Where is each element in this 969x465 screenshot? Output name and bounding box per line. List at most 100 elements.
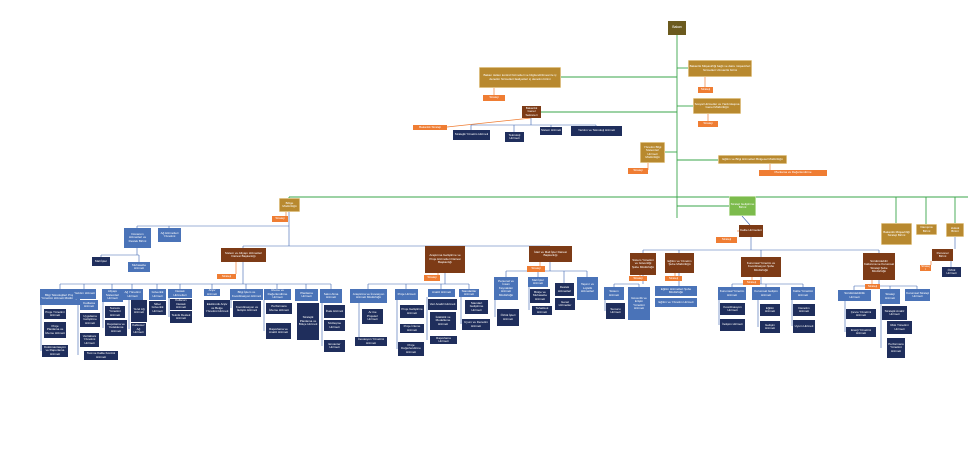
org-unit-A11h: Satın Alma Hizmeti bbox=[320, 289, 342, 303]
org-unit-A10a: Stratejik Planlama ve Bütçe Hizmeti bbox=[297, 303, 319, 340]
org-unit-R5f: Stratejik Analiz Hizmeti bbox=[882, 306, 907, 320]
org-unit-A4h: Ağ Yönetimi Hizmeti bbox=[122, 289, 143, 300]
assistant-label-L5: Strateji bbox=[217, 274, 236, 279]
org-unit-M1h: Araştırma ve İnovasyon Hizmeti Müdürlüğü bbox=[350, 289, 387, 303]
department-box-I0: İdari ve Mali İşler Dairesi Başkanlığı bbox=[529, 246, 572, 262]
org-unit-t3e: Yazılım ve Teknoloji Hizmeti bbox=[571, 126, 622, 136]
org-unit-M2a: Proje Geliştirme Hizmeti bbox=[400, 305, 424, 318]
org-unit-A1h: Bilgi Teknolojileri Proje Yönetimi Hizme… bbox=[40, 289, 80, 305]
org-unit-A8h: Bilgi İşlem ve Koordinasyon Hizmeti bbox=[230, 289, 263, 300]
assistant-label-R9: Strateji bbox=[920, 265, 931, 271]
department-box-L5: Sistem ve Altyapı Hizmetleri Dairesi Baş… bbox=[221, 248, 266, 262]
org-unit-R4e: Kurumsal Gelişim Hizmeti bbox=[752, 287, 780, 300]
org-unit-A2a: Uygulama Geliştirme Hizmeti bbox=[80, 313, 100, 327]
org-unit-R2c: Sunucu Hizmeti bbox=[606, 303, 625, 319]
org-unit-M3a: Veri Analizi Hizmeti bbox=[428, 299, 457, 310]
org-unit-t6: Eğitim ve Bilgi Hizmetleri Bölgesel Müdü… bbox=[718, 155, 787, 164]
assistant-label-L0: Strateji bbox=[272, 216, 288, 222]
org-unit-M1a: Ar-Ge Projeleri Hizmeti bbox=[362, 309, 383, 324]
org-unit-R3b: Eğitim Hizmetleri Şube Müdürlüğü bbox=[655, 286, 697, 296]
org-unit-A5h: Güvenlik Hizmeti bbox=[149, 289, 166, 300]
org-unit-R8: Hukuk Birimi bbox=[946, 223, 964, 237]
org-unit-A3h: Altyapı Sistemleri Hizmeti bbox=[102, 289, 123, 302]
org-unit-L1: Donanım Hizmetleri ve Destek Birimi bbox=[124, 228, 151, 248]
org-unit-A5a: Siber Güvenlik Hizmeti bbox=[149, 301, 166, 315]
org-unit-L3: Mali İşler bbox=[92, 257, 110, 266]
org-unit-M4h: Standartlar Hizmeti bbox=[459, 289, 479, 297]
org-unit-R5e: Strateji Hizmeti bbox=[880, 289, 900, 304]
assistant-label-M0: Strateji bbox=[424, 275, 440, 281]
hierarchy-connectors bbox=[40, 118, 956, 355]
org-unit-M3c: Raporlama Hizmeti bbox=[430, 336, 457, 344]
org-unit-R5i: Kurumsal Strateji Hizmeti bbox=[905, 289, 930, 301]
assistant-label-t1: Strateji bbox=[698, 87, 713, 93]
org-unit-t3c: Teknoloji Hizmeti bbox=[505, 132, 524, 142]
assistant-label-t5: Strateji bbox=[628, 168, 648, 174]
connector-line bbox=[741, 215, 751, 226]
org-unit-I3a: Destek Hizmetleri bbox=[555, 283, 574, 296]
org-unit-I2b: Tahakkuk Hizmeti bbox=[532, 306, 552, 315]
org-unit-A6b: Teknik Destek Hizmeti bbox=[170, 311, 192, 323]
org-unit-L2: Ağ Hizmetleri Yönetimi bbox=[158, 228, 181, 242]
org-unit-A4b: Kablosuz Ağ Hizmeti bbox=[131, 323, 146, 336]
org-unit-R5h: Performans Yönetimi Hizmeti bbox=[887, 338, 905, 358]
org-unit-R4i: Denetim Hizmeti bbox=[793, 304, 815, 316]
org-unit-A1b: Proje Planlama ve İzleme Hizmeti bbox=[44, 322, 66, 338]
org-unit-A10h: Planlama Hizmeti bbox=[295, 289, 318, 301]
org-unit-t3d: Sistem Hizmeti bbox=[540, 127, 562, 135]
org-unit-R6: Bakanlık Müşavirliği Strateji Birimi bbox=[881, 223, 912, 245]
org-unit-R4d: İletişim Hizmeti bbox=[720, 319, 745, 331]
assistant-label-t6: Planlama ve Değerlendirme bbox=[759, 170, 827, 176]
org-unit-L0: Bölge Müdürlüğü bbox=[279, 198, 300, 212]
branch-box-R3: Eğitim ve Yönetim Şube Müdürlüğü bbox=[665, 253, 694, 273]
org-unit-A11a: İhale Hizmeti bbox=[324, 305, 345, 318]
department-box-M0: Araştırma Geliştirme ve Proje Hizmetleri… bbox=[425, 246, 465, 273]
org-unit-R7: Danışma Birimi bbox=[916, 224, 937, 235]
assistant-label-t2: Strateji bbox=[483, 95, 505, 101]
org-unit-A2c: Test ve Kalite Kontrol Hizmeti bbox=[84, 351, 118, 360]
org-unit-t1: Bakanlık Müşavirliği bağlı ve daire müşa… bbox=[688, 60, 752, 77]
org-unit-R5d: Enerji Yönetimi Hizmeti bbox=[846, 327, 876, 337]
strategy-unit-box: Strateji Geliştirme Birimi bbox=[729, 196, 756, 216]
org-unit-I2a: Bütçe ve Muhasebe Hizmeti bbox=[530, 289, 550, 303]
org-unit-I1a: Özlük İşleri Hizmeti bbox=[497, 309, 519, 326]
org-unit-L4: Muhasebe Hizmeti bbox=[128, 262, 150, 272]
org-unit-R4f: Eğitim Hizmeti bbox=[760, 304, 780, 316]
org-unit-A6a: Kullanıcı Destek Hizmeti bbox=[170, 299, 192, 310]
org-unit-R5g: Risk Yönetimi Hizmeti bbox=[887, 321, 912, 334]
org-unit-A11b: Sözleşme Hizmeti bbox=[324, 320, 345, 331]
org-unit-I3b: Genel Hizmetler bbox=[555, 298, 575, 310]
org-unit-A1c: Dokümantasyon ve Raporlama Hizmeti bbox=[42, 345, 68, 357]
org-unit-R4h: Kalite Yönetimi Hizmeti bbox=[791, 287, 815, 300]
org-unit-A9b: Raporlama ve Analiz Hizmeti bbox=[266, 323, 291, 339]
connector-line bbox=[446, 117, 532, 128]
org-unit-R4c: Koordinasyon Hizmeti bbox=[720, 303, 745, 315]
org-unit-R4g: Gelişim Hizmeti bbox=[760, 321, 780, 333]
org-unit-M2c: Proje Değerlendirme Hizmeti bbox=[398, 342, 424, 356]
assistant-label-t3: Bakanlık Strateji bbox=[413, 125, 447, 130]
org-unit-t3b: Stratejik Yönetim Hizmeti bbox=[453, 130, 490, 140]
assistant-label-I0: Strateji bbox=[527, 266, 545, 272]
org-unit-A3a: Sunucu Yönetimi Hizmeti bbox=[105, 306, 125, 318]
spine-connectors bbox=[288, 35, 968, 224]
org-unit-A7a: Elektronik Arşiv ve Belge Yönetimi Hizme… bbox=[204, 300, 230, 317]
org-unit-R9b: Özlük Hizmeti bbox=[942, 267, 961, 277]
minister-box: Bakan bbox=[668, 21, 686, 35]
org-unit-A4a: Yerel Ağ Hizmeti bbox=[131, 300, 147, 322]
department-box-R9: Personel Birimi bbox=[932, 249, 953, 261]
assistant-connectors bbox=[235, 77, 932, 284]
branch-box-R4: Kurumsal Yönetim ve Koordinasyon Şube Mü… bbox=[741, 257, 781, 277]
org-unit-A7h: Arşiv Hizmeti bbox=[204, 289, 220, 296]
org-unit-R5c: Çevre Yönetimi Hizmeti bbox=[846, 309, 876, 319]
org-unit-t2: Bakan üstten kontrol hizmetleri ve bilgi… bbox=[479, 67, 561, 88]
org-unit-A2h: Yazılım Hizmeti bbox=[73, 289, 96, 299]
org-unit-A1a: Proje Yönetimi Hizmeti bbox=[44, 309, 66, 319]
org-unit-M2b: Proje İzleme Hizmeti bbox=[400, 324, 424, 333]
org-unit-A3b: Depolama ve Yedekleme Hizmeti bbox=[105, 320, 127, 336]
org-unit-M3h: Analiz Hizmeti bbox=[428, 289, 455, 297]
org-unit-R4j: Uyum Hizmeti bbox=[793, 320, 815, 333]
assistant-label-R5: Strateji bbox=[865, 284, 880, 289]
assistant-label-R1: Strateji bbox=[716, 237, 737, 243]
